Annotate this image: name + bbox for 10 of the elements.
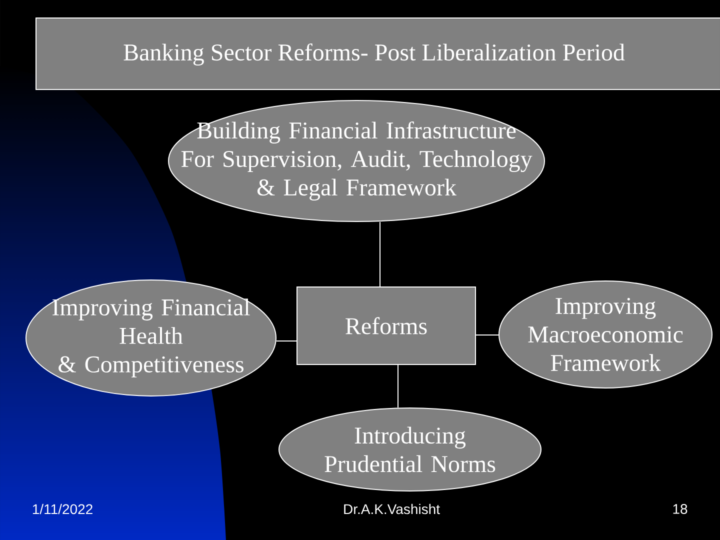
date-label: 1/11/2022 — [32, 504, 92, 514]
page-number: 18 — [673, 504, 688, 514]
oval-node: Improving Financial Health & Competitiveness — [26, 280, 276, 396]
title-banner: Banking Sector Reforms- Post Liberalization Period — [36, 18, 720, 90]
oval-node: Improving Macroeconomic Framework — [498, 280, 712, 388]
connector-line — [476, 334, 499, 336]
connector-line — [276, 340, 297, 342]
oval-node: Introducing Prudential Norms — [278, 408, 542, 492]
oval-node: Building Financial Infrastructure For Supervision, Audit, Technology & Legal Framework — [168, 100, 545, 222]
rectangle-box: Reforms — [296, 286, 476, 365]
